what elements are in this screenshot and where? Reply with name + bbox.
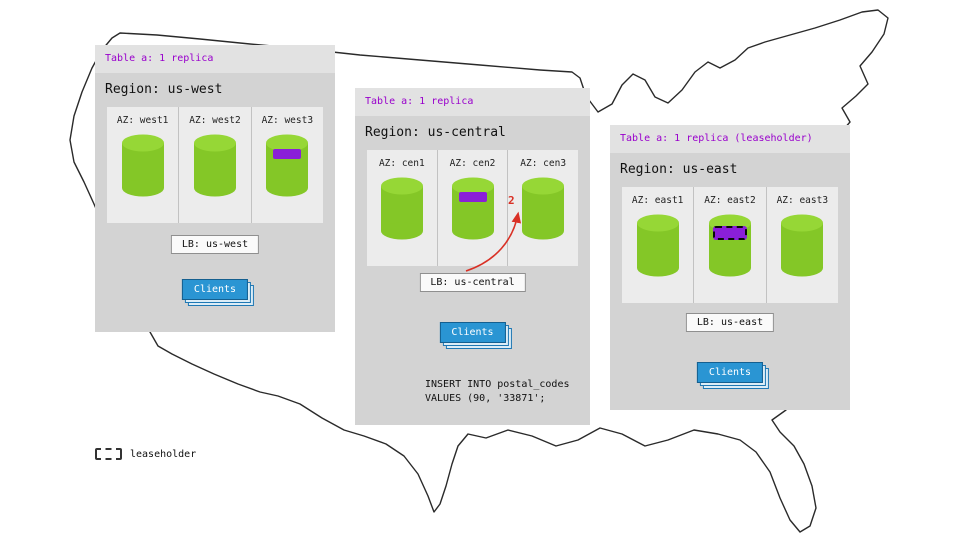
az-label: AZ: west3 xyxy=(261,115,314,126)
az-label: AZ: east3 xyxy=(776,195,829,206)
leaseholder-swatch-icon xyxy=(95,448,122,460)
database-cylinder xyxy=(707,214,753,278)
az-label: AZ: east2 xyxy=(704,195,756,206)
database-cylinder-icon xyxy=(193,134,236,197)
az-label: AZ: cen2 xyxy=(449,158,496,169)
database-cylinder-icon xyxy=(708,214,751,277)
region-title: Region: us-west xyxy=(105,82,223,97)
region-panel-us-west: Table a: 1 replica Region: us-west AZ: w… xyxy=(95,45,335,332)
table-replica-label: Table a: 1 replica xyxy=(95,45,335,73)
database-cylinder-icon xyxy=(266,134,309,197)
database-cylinder xyxy=(379,177,425,241)
az-cell: AZ: east2 xyxy=(694,187,767,303)
database-cylinder xyxy=(264,134,310,198)
legend-leaseholder: leaseholder xyxy=(95,448,196,460)
database-cylinder xyxy=(120,134,166,198)
az-cell: AZ: west1 xyxy=(107,107,180,223)
database-cylinder xyxy=(192,134,238,198)
database-cylinder-icon xyxy=(121,134,164,197)
az-label: AZ: west1 xyxy=(116,115,169,126)
sql-line-1: INSERT INTO postal_codes xyxy=(425,379,570,390)
database-cylinder xyxy=(520,177,566,241)
table-replica-label: Table a: 1 replica xyxy=(355,88,590,116)
load-balancer-box: LB: us-east xyxy=(685,313,775,332)
az-container: AZ: cen1 AZ: cen2 xyxy=(367,150,578,266)
az-cell: AZ: cen3 xyxy=(508,150,578,266)
az-cell: AZ: west3 xyxy=(252,107,323,223)
az-cell: AZ: cen1 xyxy=(367,150,438,266)
az-container: AZ: east1 AZ: east2 xyxy=(622,187,838,303)
clients-button[interactable]: Clients xyxy=(439,322,506,343)
load-balancer-box: LB: us-central xyxy=(419,273,526,292)
database-cylinder-icon xyxy=(451,177,494,240)
database-cylinder xyxy=(450,177,496,241)
database-cylinder-icon xyxy=(636,214,679,277)
az-cell: AZ: east3 xyxy=(767,187,838,303)
region-title: Region: us-east xyxy=(620,162,738,177)
az-cell: AZ: east1 xyxy=(622,187,695,303)
table-replica-label: Table a: 1 replica (leaseholder) xyxy=(610,125,850,153)
load-balancer-box: LB: us-west xyxy=(170,235,260,254)
region-title: Region: us-central xyxy=(365,125,506,140)
database-cylinder-icon xyxy=(781,214,824,277)
database-cylinder xyxy=(779,214,825,278)
replica-badge xyxy=(458,192,487,202)
az-cell: AZ: west2 xyxy=(179,107,252,223)
legend-label: leaseholder xyxy=(130,448,197,460)
sql-statement: INSERT INTO postal_codes VALUES (90, '33… xyxy=(425,378,570,406)
clients-button[interactable]: Clients xyxy=(181,279,249,300)
az-label: AZ: east1 xyxy=(631,195,684,206)
az-cell: AZ: cen2 xyxy=(438,150,509,266)
clients-button[interactable]: Clients xyxy=(696,362,764,383)
region-panel-us-central: Table a: 1 replica Region: us-central AZ… xyxy=(355,88,590,425)
leaseholder-badge xyxy=(712,226,747,240)
az-label: AZ: cen3 xyxy=(520,158,567,169)
replica-badge xyxy=(273,149,302,159)
region-panel-us-east: Table a: 1 replica (leaseholder) Region:… xyxy=(610,125,850,410)
az-container: AZ: west1 AZ: west2 xyxy=(107,107,323,223)
sql-line-2: VALUES (90, '33871'; xyxy=(425,393,546,404)
database-cylinder xyxy=(635,214,681,278)
az-label: AZ: cen1 xyxy=(378,158,425,169)
database-cylinder-icon xyxy=(522,177,565,240)
database-cylinder-icon xyxy=(380,177,423,240)
az-label: AZ: west2 xyxy=(189,115,241,126)
